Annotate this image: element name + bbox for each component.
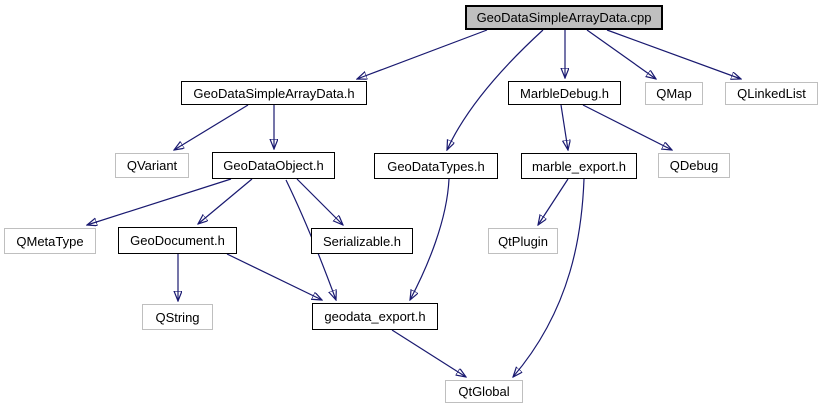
graph-node-marble-export-h[interactable]: marble_export.h [521,153,637,179]
edge-marbledebug-to-qdebug [582,104,672,150]
edge-marble-export-to-qtglobal [513,178,585,377]
edge-geodataobject-to-geodocument [198,178,253,224]
graph-node-qdebug: QDebug [658,153,730,178]
graph-node-marbledebug-h[interactable]: MarbleDebug.h [508,81,621,105]
edge-geodataobject-to-qmetatype [87,178,232,225]
edge-geodata-export-to-qtglobal [391,329,466,377]
graph-node-qmetatype: QMetaType [4,228,96,254]
graph-node-qmap: QMap [645,82,703,105]
edge-cpp-to-geodatasimplearraydata-h [357,29,488,79]
graph-node-geodatasimplearraydata-cpp: GeoDataSimpleArrayData.cpp [465,5,663,30]
graph-node-qlinkedlist: QLinkedList [725,82,818,105]
edge-geodatatypes-to-geodata-export [410,178,450,300]
edge-marbledebug-to-marble-export [560,104,568,150]
graph-node-geodocument-h[interactable]: GeoDocument.h [118,227,237,254]
edge-cpp-to-qlinkedlist [606,29,741,79]
edge-cpp-to-geodatatypes-h [447,29,544,150]
graph-node-geodatatypes-h[interactable]: GeoDataTypes.h [374,153,498,179]
edge-marble-export-to-qtplugin [538,178,569,225]
graph-node-geodatasimplearraydata-h[interactable]: GeoDataSimpleArrayData.h [181,81,367,105]
graph-node-qstring: QString [142,304,213,330]
edge-h-to-qvariant [174,104,249,150]
edge-geodocument-to-geodata-export [226,253,322,300]
graph-node-serializable-h[interactable]: Serializable.h [311,228,413,254]
edge-cpp-to-qmap [586,29,656,79]
graph-node-qtplugin: QtPlugin [488,228,558,254]
graph-node-qvariant: QVariant [115,153,189,178]
graph-node-geodata-export-h[interactable]: geodata_export.h [312,303,438,330]
graph-node-qtglobal: QtGlobal [445,380,523,403]
graph-node-geodataobject-h[interactable]: GeoDataObject.h [212,152,335,179]
edge-geodataobject-to-serializable [296,178,343,225]
